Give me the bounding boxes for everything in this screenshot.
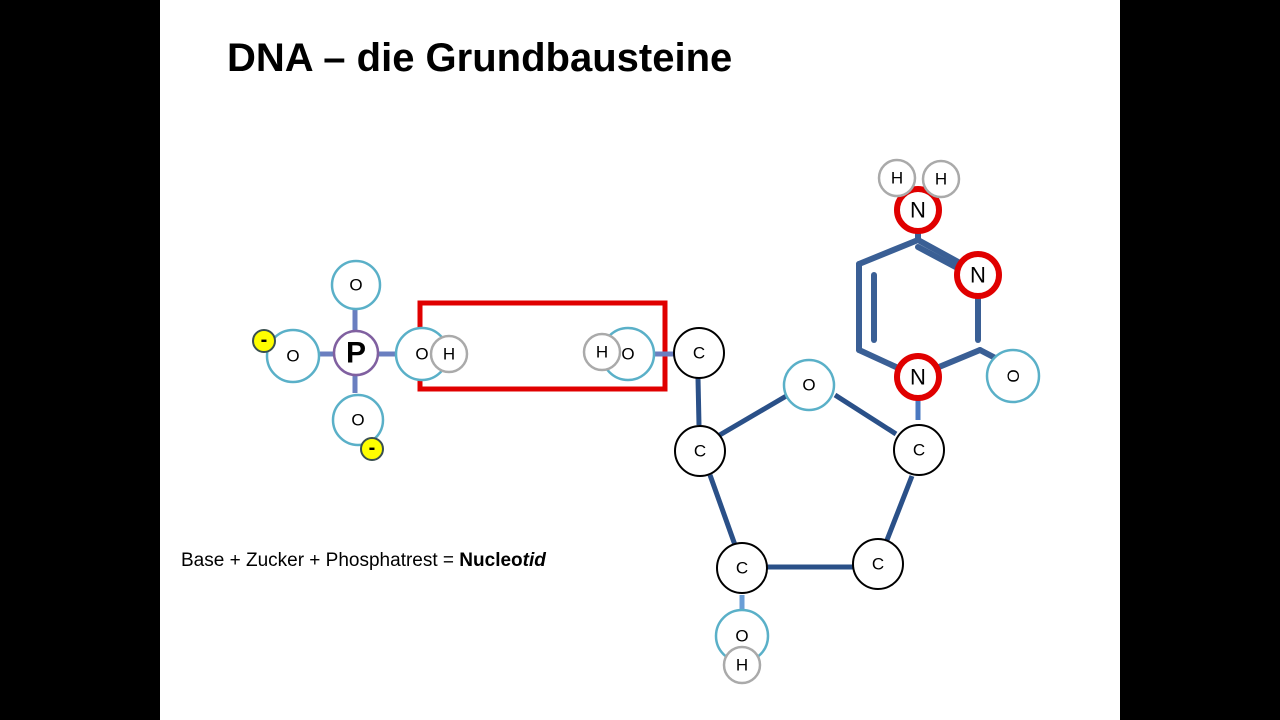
charge-marker-left <box>252 329 276 353</box>
carbon-ring-c1 <box>893 424 945 476</box>
hydrogen-label-amino-2: H <box>935 170 947 189</box>
oxygen-ring-sugar <box>782 358 836 412</box>
nitrogen-label-amino: N <box>910 198 926 223</box>
nitrogen-label-n1: N <box>910 365 926 390</box>
oxygen-ring-bottom <box>331 393 385 447</box>
oxygen-label-sugar-3: O <box>735 627 748 646</box>
hydrogen-label-sugar-5: H <box>596 343 608 362</box>
formula-bold-prefix: Nucleo <box>459 550 523 571</box>
carbon-ring-c3 <box>716 542 768 594</box>
oxygen-label-base: O <box>1004 369 1023 382</box>
nucleotide-formula: Base + Zucker + Phosphatrest = Nucleotid <box>181 550 546 572</box>
hydrogen-ring-amino-1 <box>877 158 917 198</box>
nitrogen-label-n3: N <box>970 263 986 288</box>
oxygen-label-sugar-5: O <box>621 345 634 364</box>
oxygen-ring-base <box>985 348 1041 404</box>
charge-label-left: - <box>261 329 268 351</box>
sugar-bonds <box>695 377 915 570</box>
formula-text: Base + Zucker + Phosphatrest = <box>181 550 460 571</box>
carbon-label-c1: C <box>913 441 925 460</box>
charge-marker-bottom <box>360 437 384 461</box>
carbon-ring-c2 <box>852 538 904 590</box>
hydrogen-label-sugar-3: H <box>736 656 748 675</box>
carbon-label-c2: C <box>872 555 884 574</box>
oxygen-label-sugar: O <box>802 376 815 395</box>
phosphorus-label: P <box>346 337 366 370</box>
nitrogen-ring-n1 <box>894 353 942 401</box>
oxygen-ring-top <box>330 259 382 311</box>
hydrogen-label-phosphate: H <box>443 345 455 364</box>
hydrogen-ring-sugar-5 <box>582 332 622 372</box>
charge-label-bottom: - <box>369 437 376 459</box>
oxygen-ring-left <box>265 328 321 384</box>
oxygen-label-bottom: O <box>351 411 364 430</box>
oxygen-label-top: O <box>349 276 362 295</box>
phosphorus-ring <box>332 329 380 377</box>
carbon-ring-c5 <box>673 327 725 379</box>
carbon-label-c3: C <box>736 559 748 578</box>
hydrogen-ring-phosphate <box>429 334 469 374</box>
slide-title: DNA – die Grundbausteine <box>227 36 733 80</box>
oxygen-label-right: O <box>415 345 428 364</box>
hydrogen-ring-sugar-3 <box>722 645 762 685</box>
slide: DNA – die Grundbausteine <box>160 0 1120 720</box>
nitrogen-ring-amino <box>894 186 942 234</box>
formula-bold-italic-suffix: tid <box>522 550 546 571</box>
carbon-ring-c4 <box>674 425 726 477</box>
nucleotide-diagram: P O O O O H - - O H C C O C C C <box>252 158 1041 685</box>
nitrogen-ring-n3 <box>954 251 1002 299</box>
carbon-label-c5: C <box>693 344 705 363</box>
hydrogen-ring-amino-2 <box>921 159 961 199</box>
carbon-label-c4: C <box>694 442 706 461</box>
hydrogen-label-amino-1: H <box>891 169 903 188</box>
formula-bold: Nucleotid <box>459 550 546 571</box>
oxygen-label-left: O <box>286 347 299 366</box>
